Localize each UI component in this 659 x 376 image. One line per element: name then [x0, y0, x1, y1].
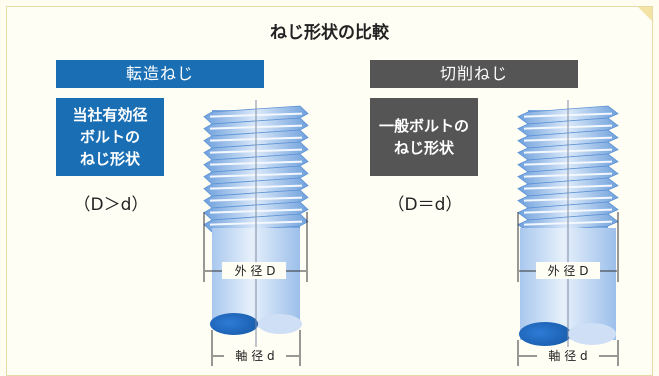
rolled-shaft-end	[210, 313, 258, 335]
cut-thread-header: 切削ねじ	[370, 60, 578, 88]
rolled-description-line: ボルトの	[79, 128, 140, 146]
rolled-shaft-label: 軸 径 d	[235, 349, 274, 363]
rolled-description-line: 当社有効径	[72, 106, 148, 124]
cut-shaft-end	[519, 322, 571, 346]
diagram-title: ねじ形状の比較	[270, 23, 389, 43]
cut-description-line: ねじ形状	[393, 139, 454, 157]
rolled-bolt: 外 径 D 軸 径 d	[203, 100, 309, 366]
cut-shaft-label: 軸 径 d	[548, 349, 587, 363]
rolled-relation-text: （D＞d）	[73, 195, 149, 215]
corner-fold	[638, 7, 652, 21]
cut-outer-label: 外 径 D	[548, 264, 589, 278]
rolled-description-line: ねじ形状	[79, 150, 140, 168]
rolled-thread-description: 当社有効径 ボルトの ねじ形状	[56, 98, 164, 176]
cut-relation-text: （D＝d）	[387, 195, 463, 215]
rolled-outer-label: 外 径 D	[235, 264, 276, 278]
rolled-thread-header: 転造ねじ	[56, 60, 264, 88]
cut-bolt: 外 径 D 軸 径 d	[517, 100, 619, 366]
cut-thread-description: 一般ボルトの ねじ形状	[370, 98, 478, 176]
cut-description-line: 一般ボルトの	[378, 117, 469, 135]
